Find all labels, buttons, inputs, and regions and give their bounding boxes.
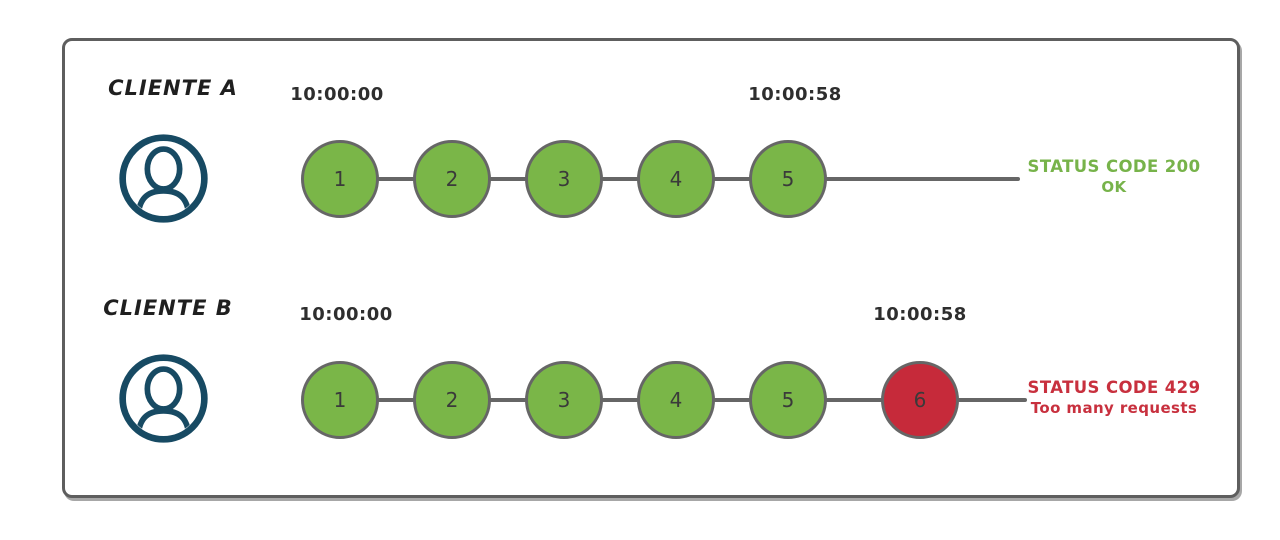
request-circle-5: 5 [749, 361, 827, 439]
request-circle-5: 5 [749, 140, 827, 218]
request-circle-2: 2 [413, 140, 491, 218]
request-circle-6: 6 [881, 361, 959, 439]
status-message-label: Too many requests [1030, 398, 1198, 417]
status-code-label: STATUS CODE 200 [1027, 157, 1201, 176]
request-circle-3: 3 [525, 140, 603, 218]
user-icon [119, 354, 208, 443]
status-code-label: STATUS CODE 429 [1027, 378, 1201, 397]
request-circle-2: 2 [413, 361, 491, 439]
row-b-end-time: 10:00:58 [873, 304, 967, 325]
user-icon [119, 134, 208, 223]
request-circle-4: 4 [637, 140, 715, 218]
request-circle-4: 4 [637, 361, 715, 439]
status-message-label: OK [1101, 177, 1127, 196]
row-a-start-time: 10:00:00 [290, 84, 384, 105]
row-b-start-time: 10:00:00 [299, 304, 393, 325]
row-a-end-time: 10:00:58 [748, 84, 842, 105]
client-b-label: CLIENTE B [103, 296, 233, 320]
client-a-label: CLIENTE A [108, 76, 238, 100]
status-text-row-b: STATUS CODE 429 Too many requests [1024, 378, 1204, 417]
request-circle-1: 1 [301, 361, 379, 439]
status-text-row-a: STATUS CODE 200 OK [1024, 157, 1204, 196]
request-circle-3: 3 [525, 361, 603, 439]
request-circle-1: 1 [301, 140, 379, 218]
